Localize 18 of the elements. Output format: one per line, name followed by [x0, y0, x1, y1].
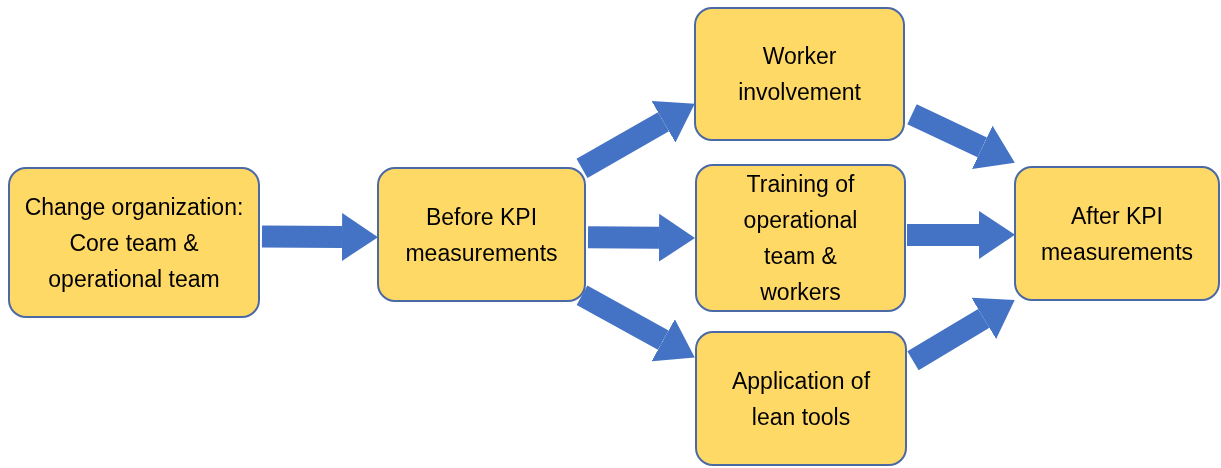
block-arrow: [906, 210, 1015, 259]
process-box: [1014, 166, 1220, 301]
process-box: [694, 7, 905, 141]
box-label: Application of lean tools: [730, 366, 872, 432]
process-box: [695, 331, 907, 466]
block-arrow: [587, 213, 695, 262]
block-arrow: [261, 213, 378, 261]
box-label: Worker involvement: [737, 42, 862, 107]
box-label: Before KPI measurements: [404, 202, 559, 268]
block-arrow: [907, 104, 1015, 170]
process-box: [8, 167, 260, 318]
box-label: After KPI measurements: [1039, 201, 1195, 267]
box-label: Training of operational team & workers: [742, 170, 859, 307]
process-box: [695, 164, 906, 312]
process-box: [377, 167, 586, 302]
box-label: Change organization: Core team & operational team: [23, 192, 245, 294]
block-arrow: [576, 100, 695, 178]
block-arrow: [907, 297, 1015, 371]
